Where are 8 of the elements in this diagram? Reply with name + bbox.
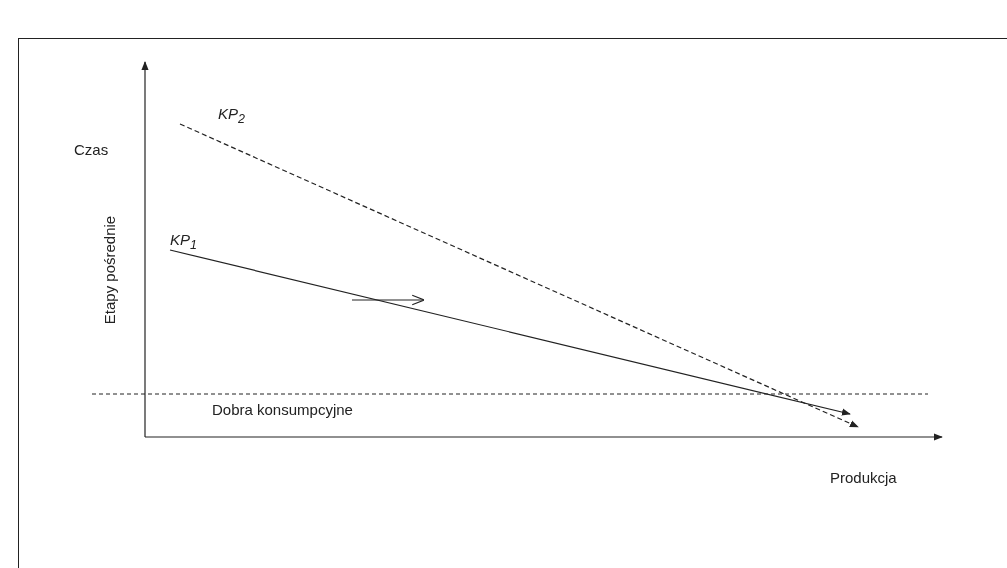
region-label: Dobra konsumpcyjne	[212, 400, 353, 420]
axis-title: Produkcja	[830, 468, 897, 488]
axis-title: Etapy pośrednie	[100, 215, 120, 325]
axis-title: Czas	[74, 140, 109, 160]
arrow	[169, 249, 851, 416]
curve-label: KP$_{1}$	[168, 230, 197, 250]
curve-label: KP$_{2}$	[178, 104, 245, 124]
arrow	[179, 123, 859, 428]
